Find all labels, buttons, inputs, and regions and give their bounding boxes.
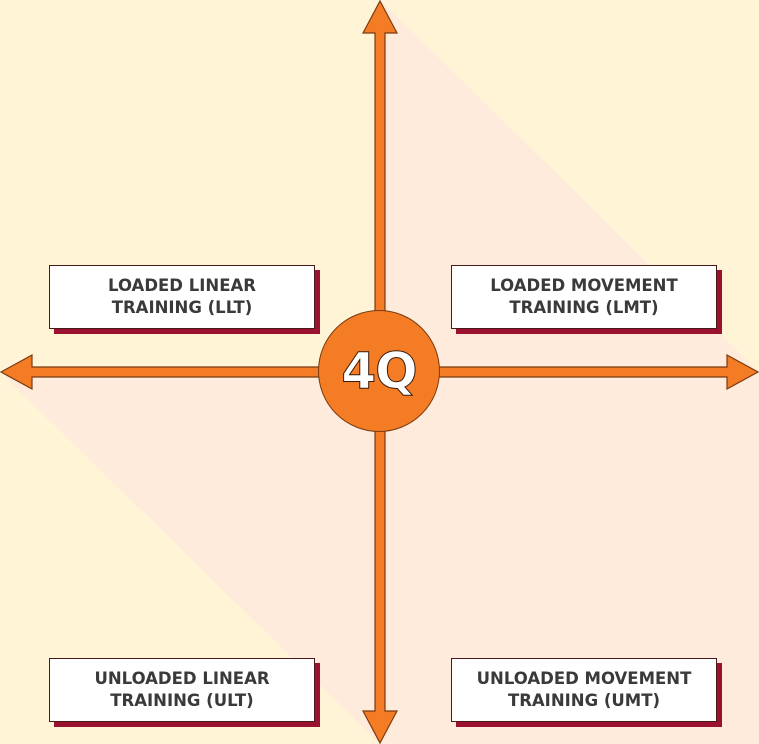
quadrant-label-text: UNLOADED LINEAR TRAINING (ULT) bbox=[94, 669, 270, 710]
center-label: 4Q bbox=[341, 342, 418, 401]
quadrant-label-text: LOADED MOVEMENT TRAINING (LMT) bbox=[490, 276, 678, 317]
quadrant-label-text: UNLOADED MOVEMENT TRAINING (UMT) bbox=[476, 669, 692, 710]
center-circle: 4Q bbox=[318, 310, 440, 432]
quadrant-label-unloaded-movement: UNLOADED MOVEMENT TRAINING (UMT) bbox=[451, 658, 717, 722]
quadrant-label-loaded-movement: LOADED MOVEMENT TRAINING (LMT) bbox=[451, 265, 717, 329]
quadrant-label-text: LOADED LINEAR TRAINING (LLT) bbox=[108, 276, 256, 317]
quadrant-label-loaded-linear: LOADED LINEAR TRAINING (LLT) bbox=[49, 265, 315, 329]
quadrant-label-unloaded-linear: UNLOADED LINEAR TRAINING (ULT) bbox=[49, 658, 315, 722]
